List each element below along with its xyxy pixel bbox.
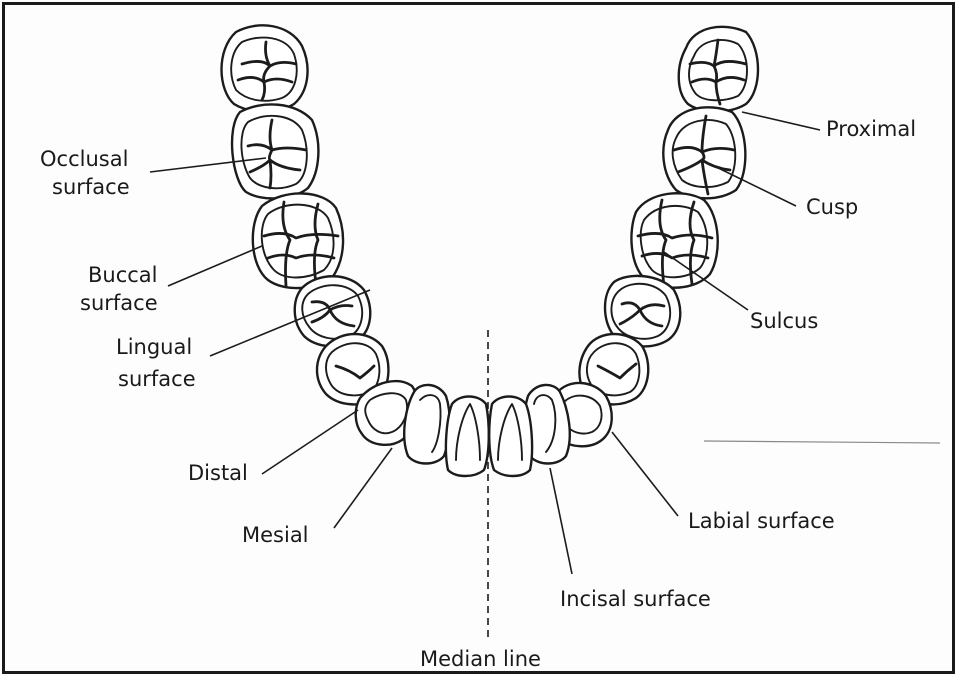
proximal-leader — [742, 112, 820, 130]
scan-artifact-line — [704, 441, 940, 443]
label-lingual-line2: surface — [118, 366, 196, 392]
label-buccal-line2: surface — [80, 290, 158, 316]
right-central-incisor — [489, 397, 532, 477]
label-lingual-line1: Lingual — [116, 334, 192, 360]
left-lateral-incisor — [404, 385, 449, 464]
label-cusp: Cusp — [806, 194, 858, 220]
right-second-molar — [663, 107, 745, 198]
distal-leader — [262, 410, 358, 474]
left-third-molar — [222, 25, 308, 111]
right-third-molar — [679, 27, 758, 112]
buccal-leader — [168, 246, 262, 286]
labial-leader — [612, 432, 678, 516]
label-proximal: Proximal — [826, 116, 916, 142]
label-distal: Distal — [188, 460, 248, 486]
label-mesial: Mesial — [242, 522, 309, 548]
incisal-leader — [550, 468, 572, 574]
label-occlusal-line2: surface — [52, 174, 130, 200]
left-central-incisor — [446, 397, 489, 477]
label-occlusal-line1: Occlusal — [40, 146, 128, 172]
label-sulcus: Sulcus — [750, 308, 818, 334]
right-first-molar — [631, 193, 717, 287]
left-first-molar — [253, 193, 343, 288]
label-buccal-line1: Buccal — [88, 262, 158, 288]
left-second-molar — [232, 104, 318, 198]
label-median-line: Median line — [420, 646, 541, 672]
label-incisal-surface: Incisal surface — [560, 586, 711, 612]
label-labial-surface: Labial surface — [688, 508, 835, 534]
mesial-leader — [334, 448, 392, 528]
